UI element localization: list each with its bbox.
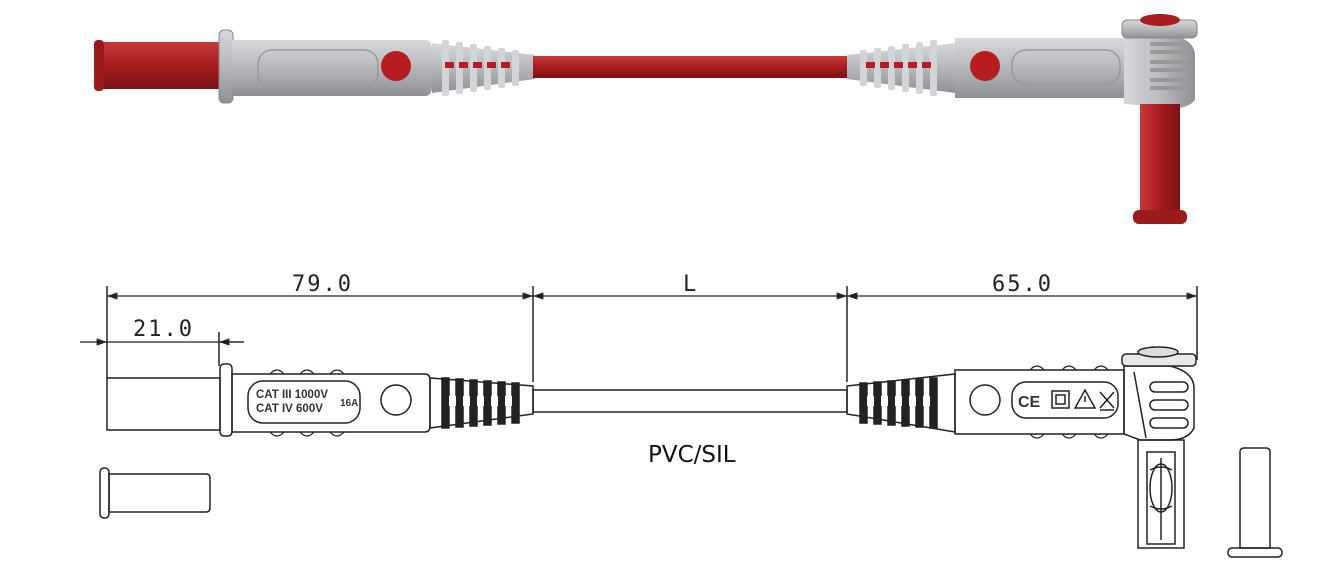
drawn-cable — [532, 389, 848, 413]
right-grey-body — [955, 38, 1128, 98]
drawn-left-pin — [106, 377, 221, 431]
dim-plug-body: 79.0 — [292, 272, 353, 297]
dim-right-body: 65.0 — [992, 272, 1053, 297]
rating-line1: CAT III 1000V — [256, 389, 328, 401]
right-red-dot — [970, 51, 1000, 81]
left-red-dot — [381, 51, 411, 81]
left-red-pin — [97, 42, 225, 89]
ce-mark: CE — [1018, 394, 1041, 411]
dim-cable-length: L — [683, 272, 698, 297]
drawn-left-strain-relief — [429, 377, 534, 429]
red-cable — [533, 56, 849, 78]
left-grey-body — [232, 40, 432, 96]
right-red-pin — [1140, 104, 1180, 217]
cable-material-label: PVC/SIL — [648, 442, 736, 468]
loose-cap-vertical — [1227, 447, 1283, 558]
current-rating: 16A — [340, 398, 358, 409]
drawn-right-angled-head — [1121, 346, 1197, 441]
technical-drawing — [99, 286, 1283, 558]
left-collar — [218, 29, 234, 104]
drawn-right-strain-relief — [846, 373, 956, 433]
drawn-left-collar — [219, 363, 233, 437]
loose-cap-horizontal — [99, 467, 211, 519]
dim-pin-length: 21.0 — [133, 317, 194, 342]
drawn-right-dot — [969, 384, 1001, 416]
rendered-test-lead — [94, 14, 1198, 224]
left-strain-relief — [432, 40, 535, 96]
right-strain-relief — [847, 40, 955, 96]
rating-line2: CAT IV 600V — [256, 403, 323, 415]
drawn-right-pin — [1137, 439, 1185, 549]
drawn-left-dot — [380, 384, 412, 416]
